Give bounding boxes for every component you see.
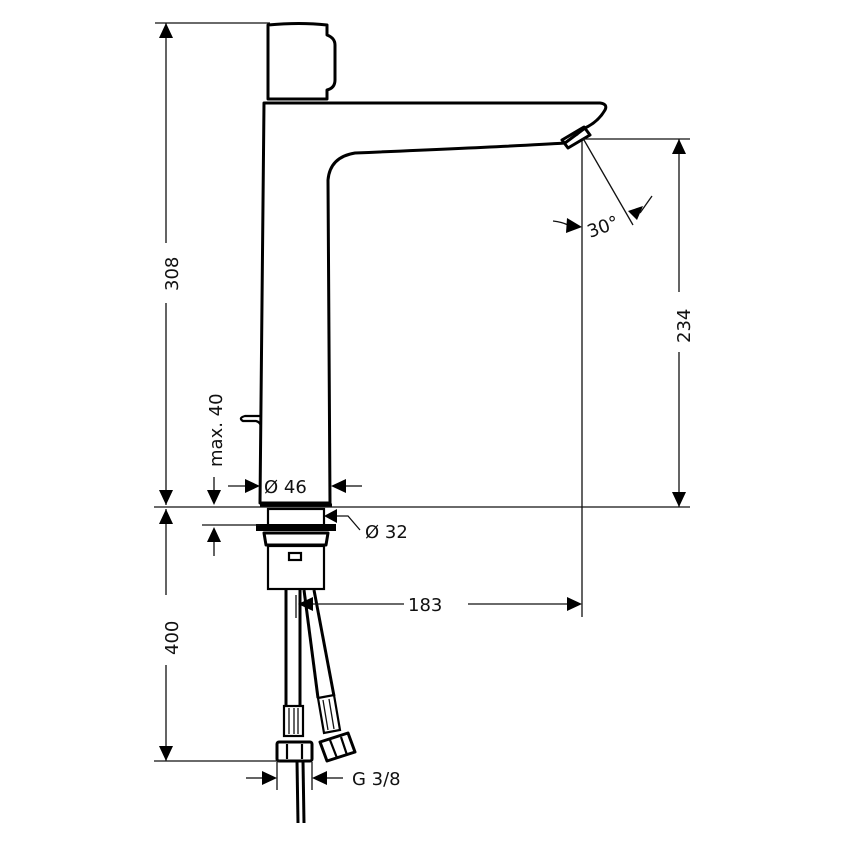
label-g-3-8: G 3/8 — [352, 769, 401, 790]
mounting-washer — [256, 524, 336, 531]
label-234: 234 — [674, 309, 695, 343]
dimension-shank-diameter: Ø 32 — [324, 509, 408, 543]
dimension-connection-thread: G 3/8 — [246, 762, 401, 790]
lever-handle — [266, 22, 337, 101]
faucet-base — [256, 503, 336, 591]
dimension-total-height: 308 — [155, 22, 270, 505]
label-30-degrees: 30° — [585, 212, 622, 243]
label-183: 183 — [408, 595, 442, 616]
dimension-max-thickness: max. 40 — [202, 393, 260, 556]
dimension-body-diameter: Ø 46 — [228, 477, 362, 498]
label-dia-32: Ø 32 — [365, 522, 408, 543]
dimension-projection: 183 — [295, 595, 582, 618]
dimension-spout-height: 234 — [581, 138, 695, 617]
aerator — [560, 125, 592, 150]
dimension-hose-length: 400 — [154, 509, 280, 762]
label-400: 400 — [162, 621, 183, 655]
label-dia-46: Ø 46 — [264, 477, 307, 498]
spout-body — [258, 101, 608, 505]
supply-hoses — [275, 589, 357, 824]
popup-rod — [239, 414, 263, 427]
dimension-spout-angle: 30° — [552, 139, 653, 243]
lock-nut — [262, 531, 330, 547]
label-max-40: max. 40 — [206, 393, 227, 467]
faucet-outline — [239, 22, 608, 505]
threaded-shank — [266, 544, 326, 591]
label-308: 308 — [162, 257, 183, 291]
